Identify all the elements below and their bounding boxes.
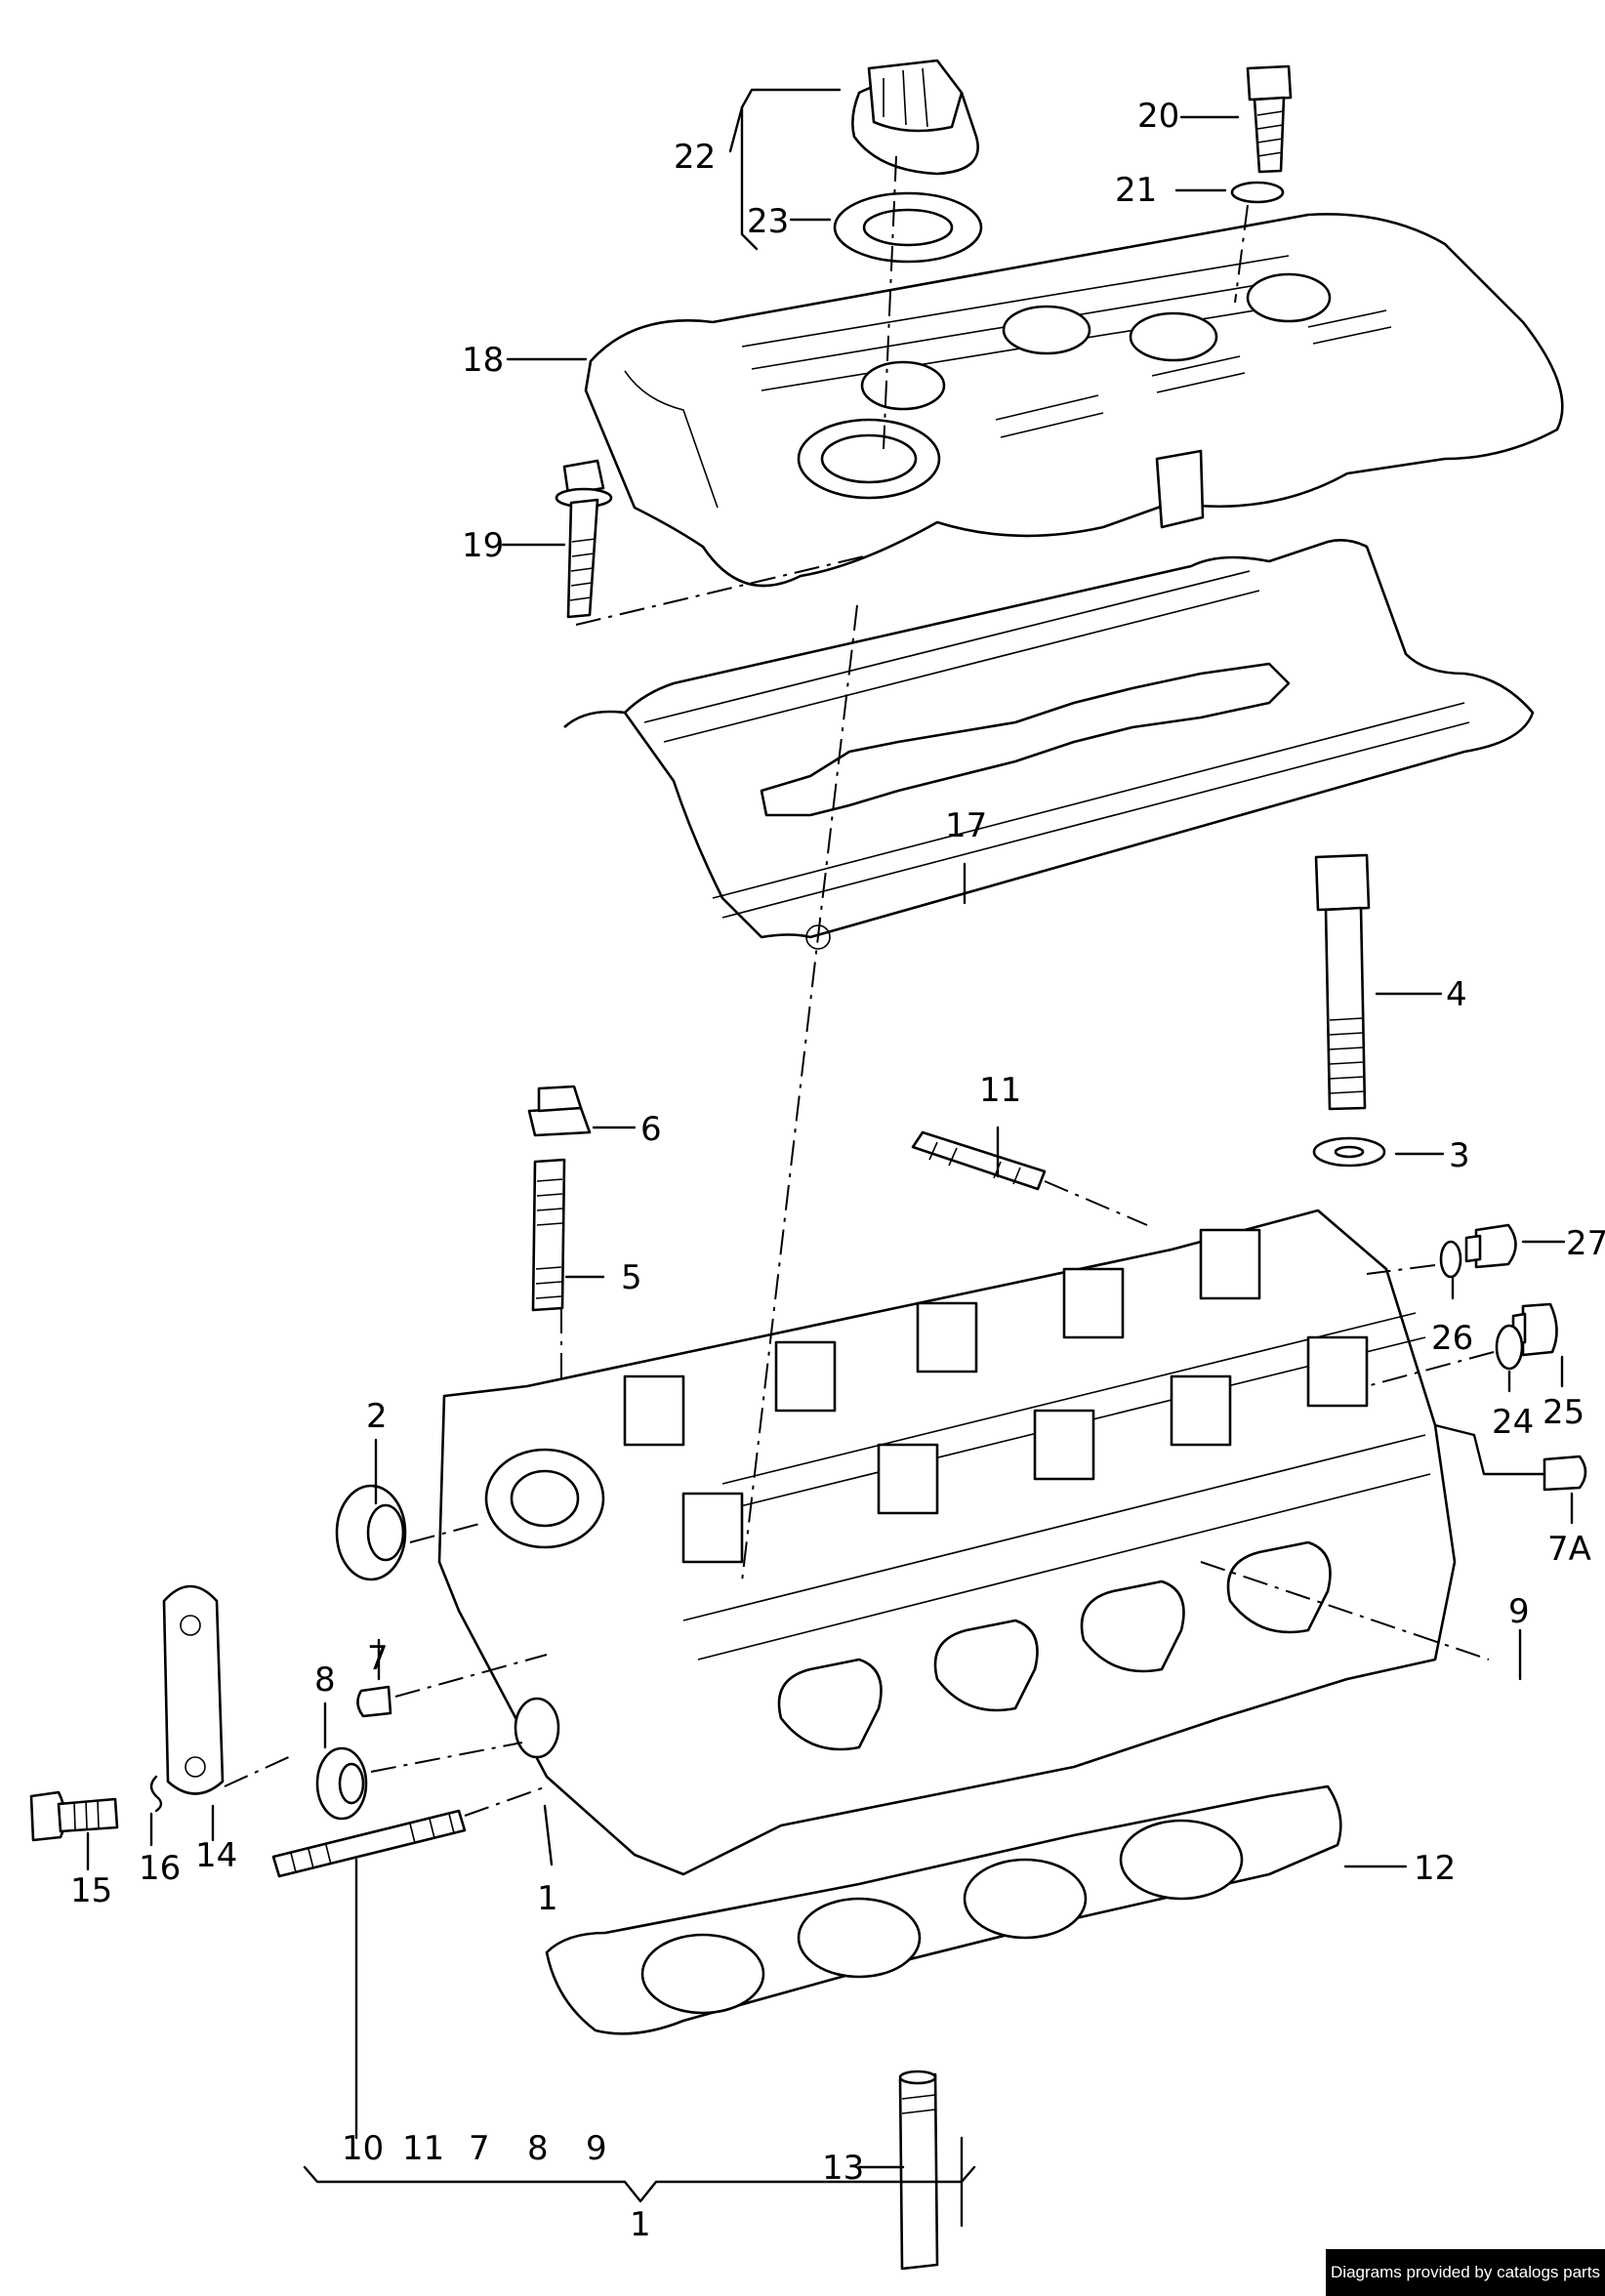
valve-guide [898, 2070, 939, 2271]
plug-7 [356, 1685, 392, 1718]
valve-cover [584, 213, 1564, 588]
nut [527, 1085, 592, 1137]
label-14: 14 [195, 1836, 237, 1875]
lock-washer [149, 1775, 163, 1813]
label-25: 25 [1543, 1393, 1584, 1432]
cylinder-head-bolt [1314, 853, 1371, 1111]
label-21: 21 [1115, 171, 1157, 210]
cap-seal-ring [833, 191, 983, 264]
plug-7a [1543, 1455, 1587, 1492]
label-8: 8 [314, 1660, 336, 1700]
plug-25 [1511, 1302, 1558, 1357]
label-7: 7 [367, 1639, 389, 1678]
label-6: 6 [640, 1110, 662, 1149]
cylinder-head [437, 1209, 1457, 1876]
label-1-bottom: 1 [630, 2205, 651, 2244]
cover-mounting-bolt [555, 459, 613, 619]
bracket-bolt [29, 1790, 119, 1842]
label-18: 18 [462, 341, 504, 380]
washer-24 [1495, 1324, 1524, 1371]
label-10: 10 [342, 2129, 384, 2168]
label-16: 16 [139, 1849, 181, 1888]
label-22: 22 [674, 138, 716, 177]
label-27: 27 [1566, 1224, 1605, 1263]
label-26: 26 [1431, 1319, 1473, 1358]
label-12: 12 [1414, 1849, 1456, 1888]
part-labels: 22 23 20 21 18 19 17 4 3 6 11 5 27 26 24… [70, 97, 1605, 2244]
label-15: 15 [70, 1871, 112, 1910]
oil-filler-cap [851, 59, 979, 176]
bolt-washer [1230, 181, 1285, 204]
long-stud [271, 1809, 467, 1878]
cover-bolt [1246, 64, 1293, 174]
label-8-bottom: 8 [527, 2129, 549, 2168]
label-24: 24 [1492, 1403, 1534, 1442]
label-20: 20 [1137, 97, 1179, 136]
leader-lines [86, 88, 1574, 2228]
bracket [162, 1584, 225, 1795]
label-4: 4 [1446, 975, 1467, 1014]
label-9: 9 [1508, 1592, 1530, 1631]
washer-26 [1439, 1240, 1462, 1279]
cylinder-head-bolt-washer [1312, 1136, 1386, 1168]
label-11-bottom: 11 [402, 2129, 444, 2168]
label-11-top: 11 [979, 1071, 1021, 1110]
head-gasket [545, 1784, 1342, 2035]
plug-27 [1464, 1223, 1517, 1269]
label-5: 5 [621, 1258, 642, 1297]
valve-cover-gasket [563, 539, 1535, 950]
label-13: 13 [822, 2149, 864, 2188]
stud [531, 1158, 566, 1312]
label-1-main: 1 [537, 1879, 558, 1918]
footer-credit: Diagrams provided by catalogs parts [1326, 2249, 1605, 2296]
label-3: 3 [1449, 1136, 1470, 1175]
label-23: 23 [747, 202, 789, 241]
intermediate-shaft-seal [315, 1746, 368, 1821]
label-17: 17 [945, 806, 987, 845]
label-9-bottom: 9 [586, 2129, 607, 2168]
label-2: 2 [366, 1397, 388, 1436]
assembly-lines [224, 155, 1495, 1817]
camshaft-seal [335, 1484, 407, 1581]
label-7a: 7A [1547, 1530, 1591, 1569]
label-19: 19 [462, 526, 504, 565]
label-7-bottom: 7 [469, 2129, 490, 2168]
manifold-stud [911, 1130, 1047, 1191]
